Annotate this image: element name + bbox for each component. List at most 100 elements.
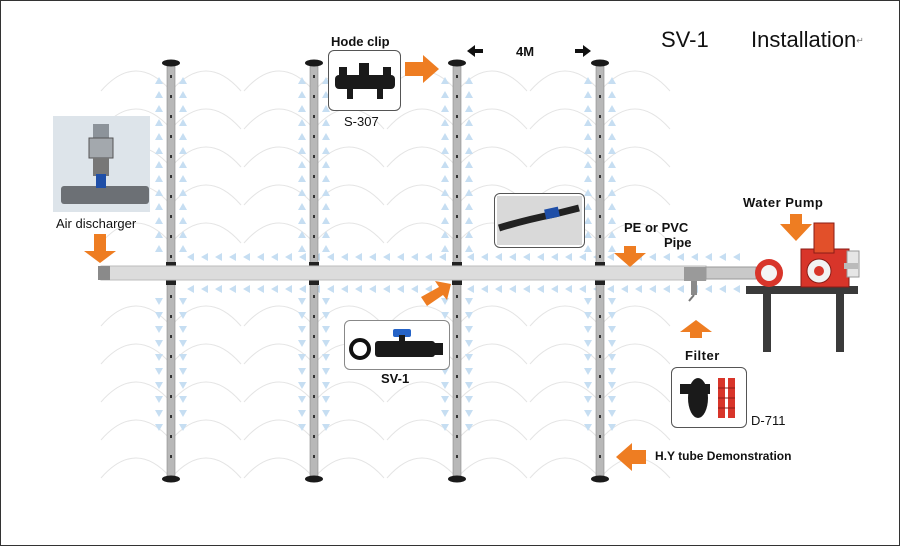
wetting-arc <box>529 146 601 168</box>
dripper <box>170 135 172 138</box>
dripper <box>456 175 458 178</box>
flow-arrow <box>719 253 726 261</box>
flow-arrow <box>179 217 187 224</box>
flow-arrow <box>155 77 163 84</box>
dripper <box>313 415 315 418</box>
flow-arrow <box>425 253 432 261</box>
dripper <box>599 415 601 418</box>
flow-arrow <box>285 253 292 261</box>
sv1-valve-photo <box>344 320 450 370</box>
wetting-arc <box>529 70 601 92</box>
dripper <box>456 155 458 158</box>
arrow-left-icon <box>467 45 483 57</box>
flow-arrow <box>155 203 163 210</box>
flow-arrow <box>467 253 474 261</box>
flow-arrow <box>607 285 614 293</box>
wetting-arc <box>529 419 601 441</box>
orange-arrow-pe-pipe <box>614 246 646 267</box>
flow-arrow <box>465 147 473 154</box>
flow-arrow <box>565 253 572 261</box>
wetting-arc <box>599 184 671 206</box>
dripper <box>170 255 172 258</box>
flow-arrow <box>584 368 592 375</box>
wetting-arc <box>599 108 671 130</box>
flow-arrow <box>179 105 187 112</box>
wetting-arc <box>243 457 315 479</box>
flow-arrow <box>465 382 473 389</box>
dripper <box>599 455 601 458</box>
flow-arrow <box>298 298 306 305</box>
flow-arrow <box>322 147 330 154</box>
wetting-arc <box>313 146 385 168</box>
dripper <box>170 335 172 338</box>
wetting-arc <box>599 146 671 168</box>
flow-arrow <box>608 231 616 238</box>
flow-arrow <box>441 147 449 154</box>
wetting-arc <box>313 381 385 403</box>
flow-arrow <box>179 161 187 168</box>
flow-arrow <box>608 133 616 140</box>
flow-arrow <box>322 424 330 431</box>
hy-tube-label: H.Y tube Demonstration <box>655 449 792 463</box>
flow-arrow <box>411 253 418 261</box>
flow-arrow <box>733 253 740 261</box>
lateral-end-cap <box>305 475 323 483</box>
wetting-arc <box>456 343 528 365</box>
flow-arrow <box>608 298 616 305</box>
flow-arrow <box>523 285 530 293</box>
sv1-part-label: SV-1 <box>381 371 410 386</box>
wetting-arc <box>243 305 315 327</box>
flow-arrow <box>187 253 194 261</box>
flow-arrow <box>465 77 473 84</box>
flow-arrow <box>465 424 473 431</box>
flow-arrow <box>439 253 446 261</box>
dripper <box>170 415 172 418</box>
wetting-arc <box>529 343 601 365</box>
flow-arrow <box>271 285 278 293</box>
flow-arrow <box>584 77 592 84</box>
flow-arrow <box>298 147 306 154</box>
flow-arrow <box>155 354 163 361</box>
dripper <box>599 135 601 138</box>
wetting-arc <box>100 419 172 441</box>
wetting-arc <box>170 184 242 206</box>
dripper <box>313 315 315 318</box>
wetting-arc <box>456 419 528 441</box>
dripper <box>456 115 458 118</box>
connector <box>166 277 176 285</box>
connector <box>452 277 462 285</box>
dripper <box>170 235 172 238</box>
flow-arrow <box>691 253 698 261</box>
flow-arrow <box>299 285 306 293</box>
flow-arrow <box>298 161 306 168</box>
flow-arrow <box>608 396 616 403</box>
flow-arrow <box>298 312 306 319</box>
flow-arrow <box>155 424 163 431</box>
flow-arrow <box>441 189 449 196</box>
connector <box>595 277 605 285</box>
wetting-arc <box>599 381 671 403</box>
flow-arrow <box>257 253 264 261</box>
orange-arrow-water-pump <box>780 214 812 241</box>
dripper <box>170 295 172 298</box>
wetting-arc <box>529 457 601 479</box>
flow-arrow <box>155 410 163 417</box>
wetting-arc <box>243 70 315 92</box>
flow-arrow <box>322 326 330 333</box>
flow-arrow <box>608 410 616 417</box>
wetting-arc <box>100 457 172 479</box>
flow-arrow <box>179 382 187 389</box>
flow-arrow <box>322 312 330 319</box>
wetting-arc <box>386 108 458 130</box>
flow-arrow <box>179 368 187 375</box>
wetting-arc <box>386 305 458 327</box>
wetting-arc <box>243 419 315 441</box>
flow-arrow <box>298 396 306 403</box>
dripper <box>313 255 315 258</box>
orange-arrow-hode-clip <box>405 55 439 83</box>
flow-arrow <box>322 298 330 305</box>
flow-arrow <box>465 396 473 403</box>
dripper <box>599 375 601 378</box>
flow-arrow <box>298 231 306 238</box>
